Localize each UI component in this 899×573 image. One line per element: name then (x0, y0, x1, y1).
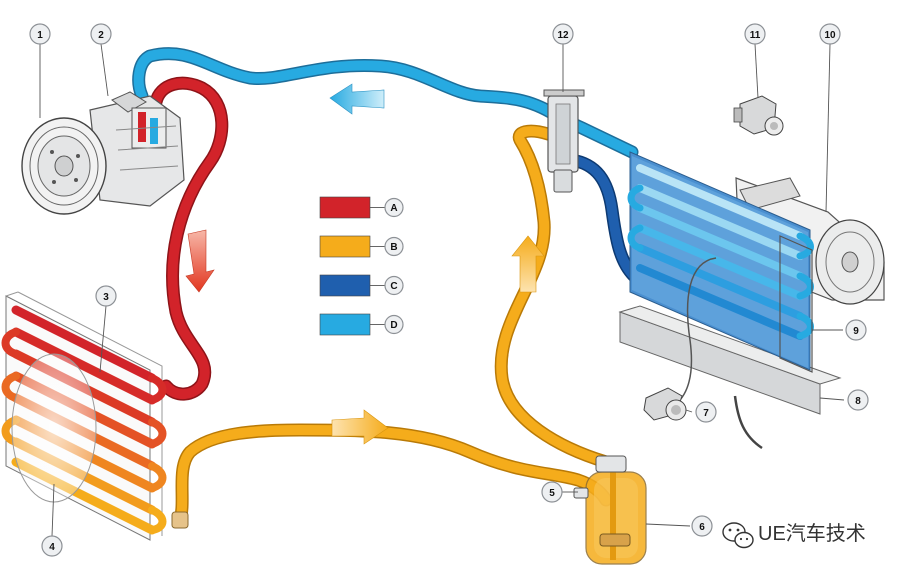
legend-letter-badge (384, 236, 404, 257)
callout-4: 4 (41, 535, 63, 557)
callout-10: 10 (819, 23, 841, 45)
wechat-icon (722, 522, 754, 549)
callout-9: 9 (845, 319, 867, 341)
callout-number: 1 (37, 30, 43, 41)
legend-letter: C (390, 281, 397, 292)
callout-number: 3 (103, 292, 109, 303)
callout-number: 7 (703, 408, 709, 419)
watermark-text: UE汽车技术 (758, 522, 866, 545)
evaporator-housing-tray (618, 305, 842, 450)
legend-swatch (319, 196, 371, 219)
callout-number: 12 (557, 30, 569, 41)
legend-swatch (319, 274, 371, 297)
legend-item-a: A (319, 196, 404, 219)
callout-3: 3 (95, 285, 117, 307)
callout-number: 10 (824, 30, 836, 41)
legend-item-b: B (319, 235, 404, 258)
legend-letter: B (390, 242, 397, 253)
legend-letter-badge (384, 314, 404, 335)
thermostat-switch (643, 257, 717, 421)
legend-item-d: D (319, 313, 404, 336)
refrigerant-lines (132, 47, 641, 527)
receiver-drier (585, 455, 647, 565)
callout-12: 12 (552, 23, 574, 45)
legend-swatch (319, 235, 371, 258)
compressor (21, 91, 185, 215)
flow-arrow-right-orange (331, 409, 389, 445)
legend-swatch (319, 313, 371, 336)
legend-letter-badge (384, 197, 404, 218)
legend: A B C D (319, 196, 404, 336)
callout-number: 9 (853, 326, 859, 337)
flow-arrow-down-red (185, 229, 215, 293)
callout-2: 2 (90, 23, 112, 45)
legend-letter: D (390, 320, 397, 331)
callout-5: 5 (541, 481, 563, 503)
pressure-switch (733, 95, 784, 136)
expansion-valve (543, 89, 585, 193)
callout-1: 1 (29, 23, 51, 45)
condenser (1, 291, 189, 541)
callout-8: 8 (847, 389, 869, 411)
callout-11: 11 (744, 23, 766, 45)
legend-item-c: C (319, 274, 404, 297)
evaporator (627, 151, 814, 373)
callout-6: 6 (691, 515, 713, 537)
callout-number: 2 (98, 30, 104, 41)
watermark: UE汽车技术 (722, 522, 866, 549)
callout-number: 5 (549, 488, 555, 499)
callout-number: 4 (49, 542, 55, 553)
flow-arrow-left-blue (329, 83, 385, 115)
callout-number: 6 (699, 522, 705, 533)
flow-arrow-up-orange (511, 235, 545, 293)
callout-number: 8 (855, 396, 861, 407)
callout-number: 11 (750, 30, 761, 41)
legend-letter: A (390, 203, 397, 214)
sight-glass (573, 487, 589, 499)
callout-7: 7 (695, 401, 717, 423)
condenser-fan (11, 353, 97, 503)
callout-leaders (39, 43, 845, 537)
legend-letter-badge (384, 275, 404, 296)
